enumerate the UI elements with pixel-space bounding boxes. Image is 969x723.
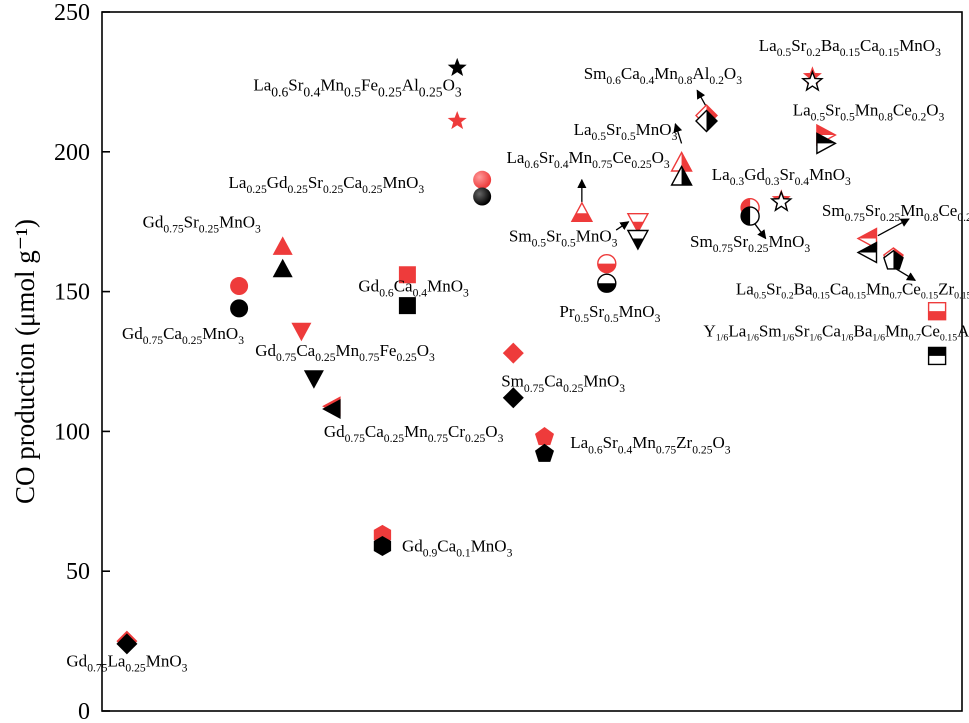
data-point-diamond [502,342,524,364]
data-point-diamond [502,387,524,409]
data-point-triangle-up-half-right [670,165,693,186]
data-point-star [447,57,467,76]
point-label: Sm0.6Ca0.4Mn0.8Al0.2O3 [584,64,742,87]
data-point-triangle-down-half-bottom [626,212,650,234]
annotation-arrow [877,218,910,237]
data-point-triangle-up-half-bottom [570,201,594,223]
data-point-hexagon [373,536,392,556]
point-label: La0.5Sr0.2Ba0.15Ca0.15Mn0.7Ce0.15Zr0.15O… [736,279,969,301]
point-label: Gd0.6Ca0.4MnO3 [358,277,469,300]
data-point-triangle-left [322,399,341,419]
annotation-arrow [896,268,917,281]
point-label: La0.6Sr0.4Mn0.75Ce0.25O3 [506,148,669,171]
data-point-triangle-up [272,258,293,278]
annotation-arrow [752,221,767,240]
data-point-circle-half-left [740,206,760,226]
annotation-arrows [577,89,917,281]
data-point-pentagon [535,427,554,446]
point-label: Gd0.9Ca0.1MnO3 [402,537,513,560]
axes: 0 50 100 150 200 250 CO production (μmol g⁻¹) [10,0,963,723]
y-tick-label: 200 [54,140,90,166]
data-point-triangle-down-half-bottom [626,229,650,251]
point-label: La0.6Sr0.4Mn0.5Fe0.25Al0.25O3 [253,75,462,99]
data-points [116,57,947,655]
point-label: Sm0.5Sr0.5MnO3 [509,226,618,249]
y-tick-label: 0 [78,699,90,723]
data-point-triangle-down [291,322,312,342]
point-label: Gd0.75Ca0.25Mn0.75Fe0.25O3 [255,341,435,364]
data-point-square [398,297,416,315]
point-label: Sm0.75Sr0.25Mn0.8Ce0.2O3 [822,201,969,224]
annotation-arrow [673,122,683,144]
data-point-triangle-left-half-top [856,227,878,250]
point-label: La0.6Sr0.4Mn0.75Zr0.25O3 [570,433,731,456]
point-label: Gd0.75Ca0.25MnO3 [122,324,244,347]
data-point-triangle-right-half-top [816,132,837,155]
data-point-pentagon-half-right [883,249,904,270]
y-axis-title: CO production (μmol g⁻¹) [10,219,40,504]
point-label: Y1/6La1/6Sm1/6Sr1/6Ca1/6Ba1/6Mn0.7Ce0.15… [703,321,969,343]
data-point-circle-half-bottom [597,253,617,274]
data-point-square-half-bottom [927,302,947,321]
point-label: Gd0.75Sr0.25MnO3 [143,212,261,235]
data-point-circle-half-bottom [597,273,617,293]
point-label: La0.25Gd0.25Sr0.25Ca0.25MnO3 [229,173,425,196]
plot-frame [101,11,963,712]
point-label: Pr0.5Sr0.5MnO3 [559,302,660,325]
data-point-square [398,266,416,284]
data-point-diamond [116,633,138,655]
y-tick-label: 100 [54,419,90,445]
point-label: La0.5Sr0.2Ba0.15Ca0.15MnO3 [759,36,941,59]
annotation-arrow [615,221,630,231]
data-point-square-half-top [927,346,947,366]
y-tick-label: 150 [54,280,90,306]
y-tick-label: 50 [66,559,90,585]
data-point-circle [230,299,249,318]
point-label: Gd0.75Ca0.25Mn0.75Cr0.25O3 [324,422,504,445]
point-label: La0.3Gd0.3Sr0.4MnO3 [712,165,851,188]
point-label: Gd0.75La0.25MnO3 [66,651,187,674]
data-point-star-outline [801,69,824,92]
point-label: La0.5Sr0.5MnO3 [574,120,678,143]
data-point-pentagon [535,443,554,462]
data-point-star-outline [769,190,793,212]
data-point-star [447,111,467,130]
point-label: Sm0.75Sr0.25MnO3 [690,232,810,255]
data-point-triangle-left-half-top [856,241,878,264]
data-point-triangle-up [272,236,293,255]
point-label: La0.5Sr0.5Mn0.8Ce0.2O3 [793,100,945,123]
data-point-diamond-half-right [695,109,718,133]
data-point-triangle-down [303,370,324,389]
y-tick-label: 250 [54,0,90,26]
data-point-circle [230,277,249,296]
annotation-arrow [696,89,708,108]
data-point-sphere [473,187,492,206]
point-label: Sm0.75Ca0.25MnO3 [501,372,625,395]
point-labels: Gd0.75La0.25MnO3 Gd0.75Ca0.25MnO3 Gd0.75Sr… [66,36,969,674]
data-point-sphere [473,170,492,189]
